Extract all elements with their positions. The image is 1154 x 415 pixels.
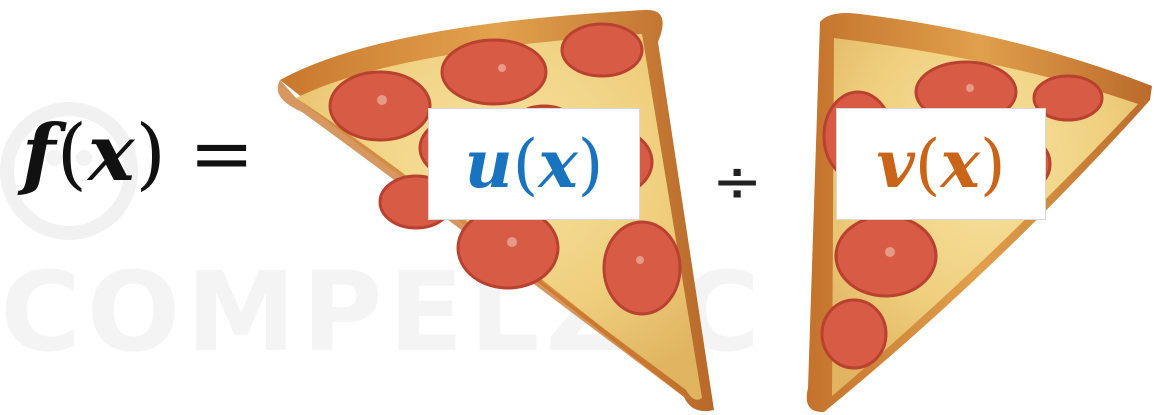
close-paren: ) <box>979 125 1006 203</box>
function-name-f: f <box>22 108 57 199</box>
watermark-logo-icon <box>0 102 138 240</box>
variable-x: x <box>538 125 578 203</box>
equation-lhs: f(x)= <box>22 108 255 199</box>
close-paren: ) <box>135 109 167 199</box>
function-name-u: u <box>464 125 513 203</box>
denominator-box: v(x) <box>836 108 1046 220</box>
open-paren: ( <box>56 109 88 199</box>
divide-sign: ÷ <box>712 147 763 217</box>
variable-x: x <box>88 108 136 199</box>
equals-sign: = <box>188 109 256 199</box>
open-paren: ( <box>512 125 539 203</box>
function-name-v: v <box>876 125 915 203</box>
open-paren: ( <box>914 125 941 203</box>
variable-x: x <box>940 125 980 203</box>
close-paren: ) <box>577 125 604 203</box>
numerator-box: u(x) <box>428 108 640 220</box>
